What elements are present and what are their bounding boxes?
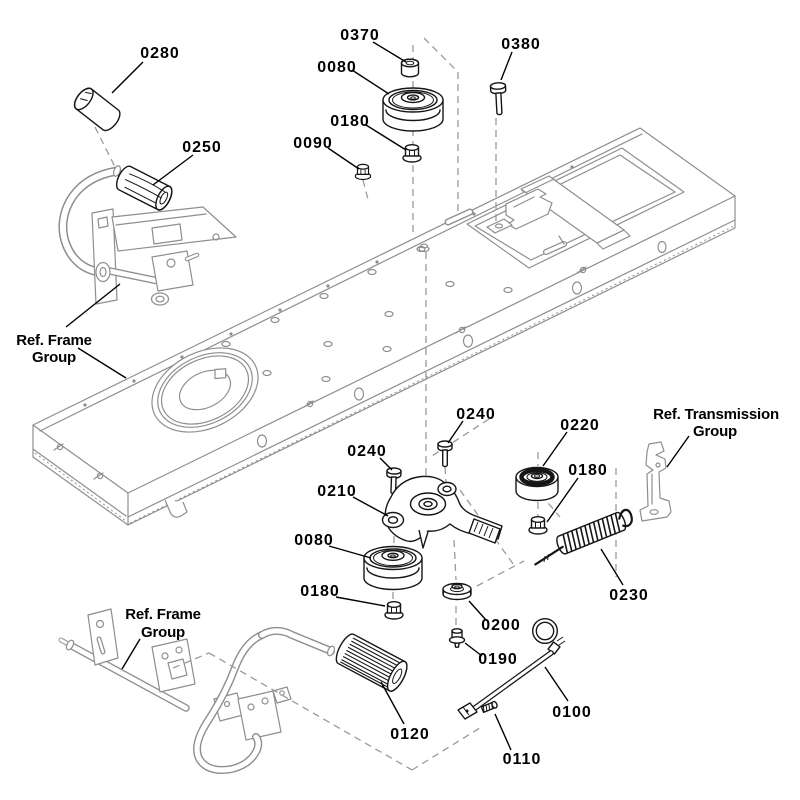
callout-0240-right: 0240 [456,406,496,423]
part-grip-0120 [335,633,408,692]
part-rod-0100 [457,618,566,720]
part-bolt-0240-right [437,440,453,468]
frame-bracket [505,188,553,230]
part-pulley-0080-top [382,87,444,132]
transmission-bracket [639,441,672,522]
ref-frame-group-bottom-line2: Group [141,624,185,641]
frame-chassis [32,127,736,526]
reference-labels: Ref. Frame Group Ref. Transmission Group… [16,332,779,641]
callout-0180-bottom-right: 0180 [568,462,608,479]
part-pulley-0080-bottom [363,545,423,591]
callout-0080-top: 0080 [317,59,357,76]
part-pin-0110 [480,700,498,714]
part-screw-0190 [448,628,466,648]
part-grip-0250 [115,165,173,211]
part-nut-0090 [354,163,372,181]
callout-0190: 0190 [478,651,518,668]
callout-labels: 0280 0250 0370 0080 0180 0090 0380 0240 … [140,27,649,768]
ref-frame-group-bottom-line1: Ref. Frame [125,606,201,623]
callout-0280: 0280 [140,45,180,62]
callout-0080-bottom: 0080 [294,532,334,549]
deck-holes [221,245,513,383]
callout-0250: 0250 [182,139,222,156]
callout-0180-bottom-left: 0180 [300,583,340,600]
part-washer-0200 [442,582,472,601]
callout-0220: 0220 [560,417,600,434]
frame-circle-opening [151,347,259,433]
lever-assembly [58,165,237,306]
callout-0100: 0100 [552,704,592,721]
pedal-assembly [58,608,336,775]
ref-frame-group-top-line1: Ref. Frame [16,332,92,349]
ref-transmission-group-line2: Group [693,423,737,440]
callout-0370: 0370 [340,27,380,44]
callout-0210: 0210 [317,483,357,500]
callout-0120: 0120 [390,726,430,743]
part-spring-0230 [534,508,633,566]
part-bolt-0380 [489,82,507,116]
part-nut-0180-bottom-left [384,600,404,620]
ref-frame-group-top-line2: Group [32,349,76,366]
side-holes [256,240,667,448]
part-nut-0180-bottom-right [528,515,548,535]
part-idler-arm-0210 [381,475,503,549]
callout-0380: 0380 [501,36,541,53]
callout-0180-top: 0180 [330,113,370,130]
part-knob-0280 [73,87,121,132]
callout-0090: 0090 [293,135,333,152]
part-nut-0180-top [402,143,422,163]
callout-0110: 0110 [503,751,542,768]
callout-0230: 0230 [609,587,649,604]
bolt-pad [486,218,513,234]
callout-0240-left: 0240 [347,443,387,460]
part-spacer-0370 [400,58,420,78]
part-pulley-0220 [515,466,559,502]
callout-0200: 0200 [481,617,521,634]
ref-transmission-group-line1: Ref. Transmission [653,406,779,423]
leader-lines [65,41,690,751]
